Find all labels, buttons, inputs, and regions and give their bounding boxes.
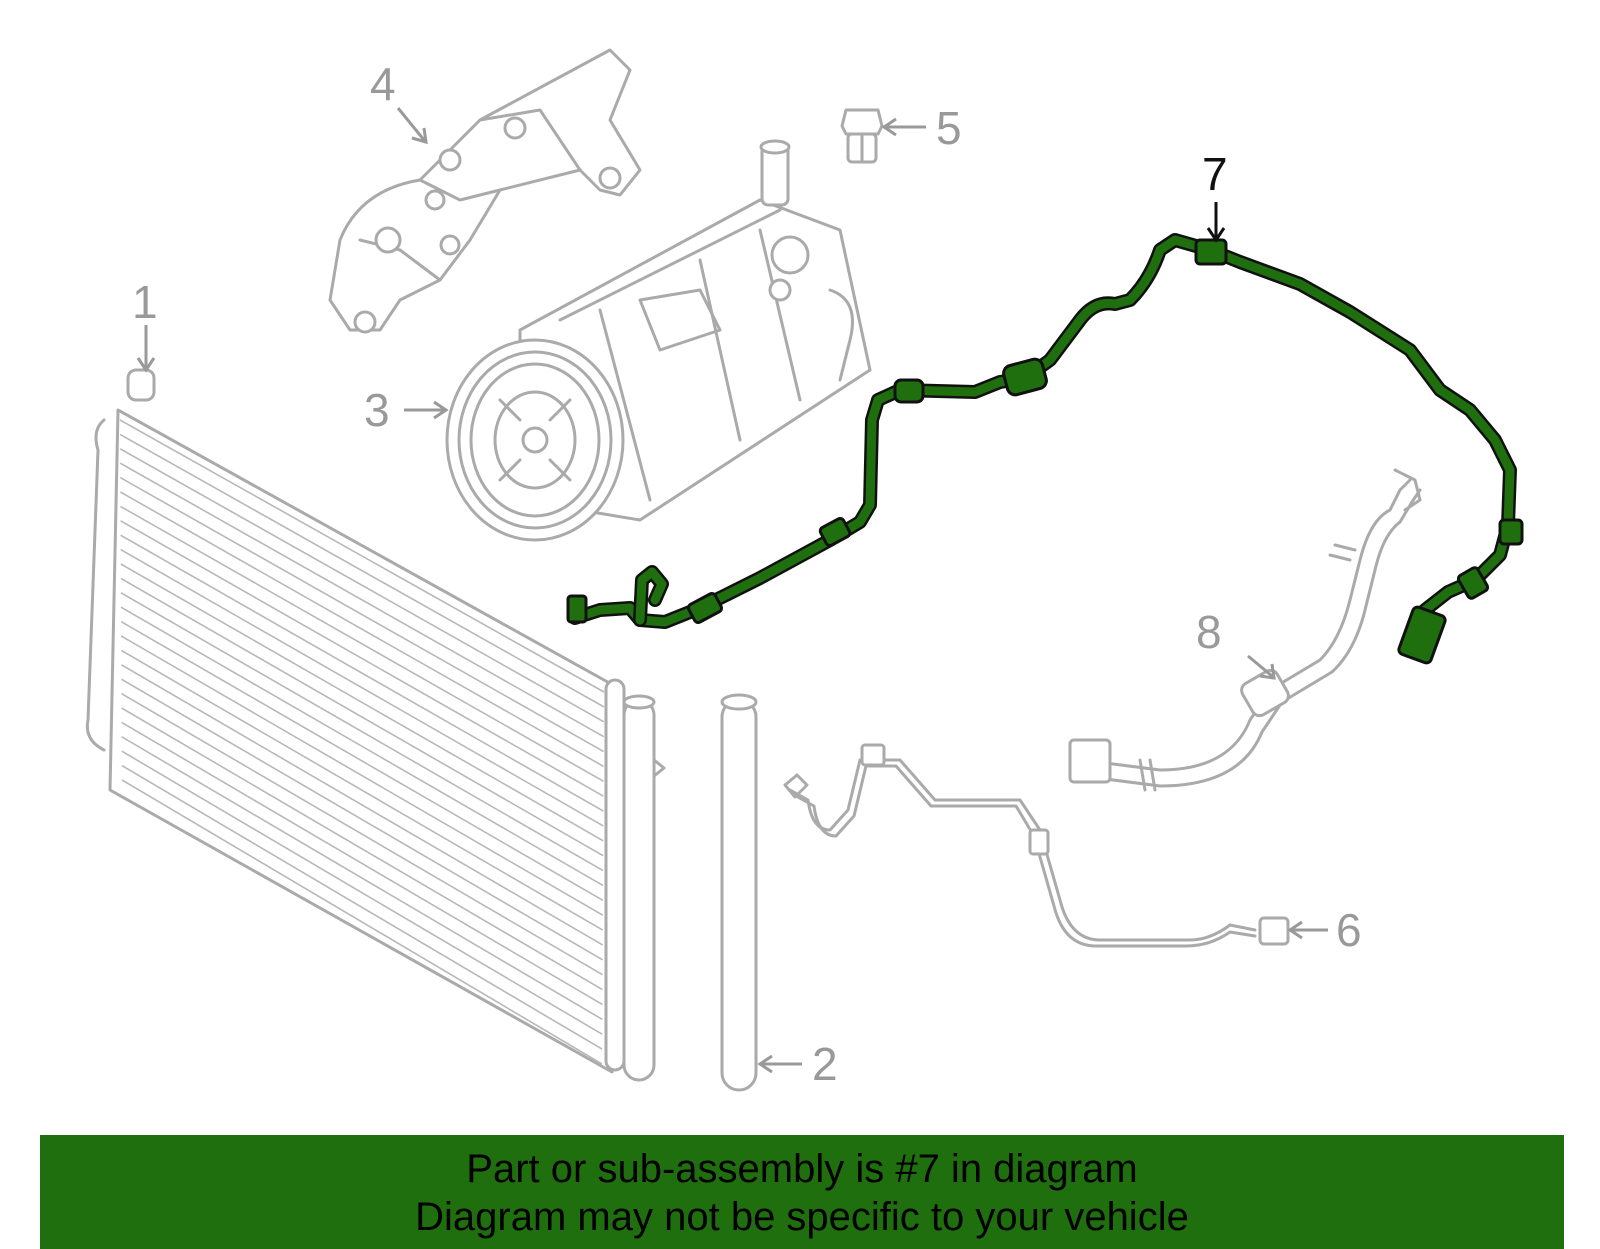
condenser-fin <box>119 462 605 738</box>
condenser-fin <box>119 448 605 723</box>
condenser-fin <box>120 649 604 931</box>
callout-6[interactable]: 6 <box>1336 904 1362 956</box>
condenser-fin <box>121 707 603 991</box>
condenser-fin <box>120 620 604 902</box>
condenser-part-1[interactable] <box>85 368 626 1074</box>
condenser-fin <box>120 592 604 872</box>
condenser-fins <box>119 419 605 1065</box>
pressure-line-part-6[interactable] <box>783 743 1290 948</box>
condenser-fin <box>120 563 604 842</box>
condenser-fin <box>121 750 603 1035</box>
condenser-fin <box>120 520 604 797</box>
condenser-fin <box>121 779 603 1065</box>
receiver-drier-part-2[interactable] <box>622 693 758 1092</box>
callout-8[interactable]: 8 <box>1196 606 1222 658</box>
callout-7[interactable]: 7 <box>1202 148 1228 200</box>
bracket-part-4[interactable] <box>328 48 642 334</box>
callout-3[interactable]: 3 <box>364 384 390 436</box>
callout-5[interactable]: 5 <box>936 102 962 154</box>
condenser-fin <box>121 764 603 1050</box>
compressor-part-3[interactable] <box>445 139 872 542</box>
condenser-fin <box>120 505 604 782</box>
condenser-fin <box>121 692 603 976</box>
condenser-fin <box>120 635 604 916</box>
condenser-fin <box>119 476 605 753</box>
condenser-fin <box>121 736 603 1021</box>
info-banner: Part or sub-assembly is #7 in diagram Di… <box>40 1135 1564 1249</box>
refrigerant-line-part-7[interactable] <box>566 233 1524 665</box>
condenser-fin <box>120 548 604 827</box>
condenser-fin <box>120 664 604 946</box>
valve-cap-part-5[interactable] <box>840 108 884 164</box>
condenser-fin <box>120 534 604 812</box>
condenser-fin <box>121 721 603 1006</box>
banner-line-part-note: Part or sub-assembly is #7 in diagram <box>466 1147 1138 1191</box>
condenser-fin <box>120 491 604 768</box>
callout-1[interactable]: 1 <box>132 276 158 328</box>
banner-line-disclaimer: Diagram may not be specific to your vehi… <box>415 1195 1189 1239</box>
condenser-fin <box>119 433 605 708</box>
callout-4[interactable]: 4 <box>370 58 396 110</box>
suction-hose-part-8[interactable] <box>1068 468 1422 792</box>
condenser-fin <box>120 577 604 857</box>
condenser-fin <box>120 606 604 887</box>
callout-2[interactable]: 2 <box>812 1038 838 1090</box>
leader-lines <box>136 107 1328 1074</box>
condenser-fin <box>121 678 603 961</box>
condenser-fin <box>119 419 605 693</box>
